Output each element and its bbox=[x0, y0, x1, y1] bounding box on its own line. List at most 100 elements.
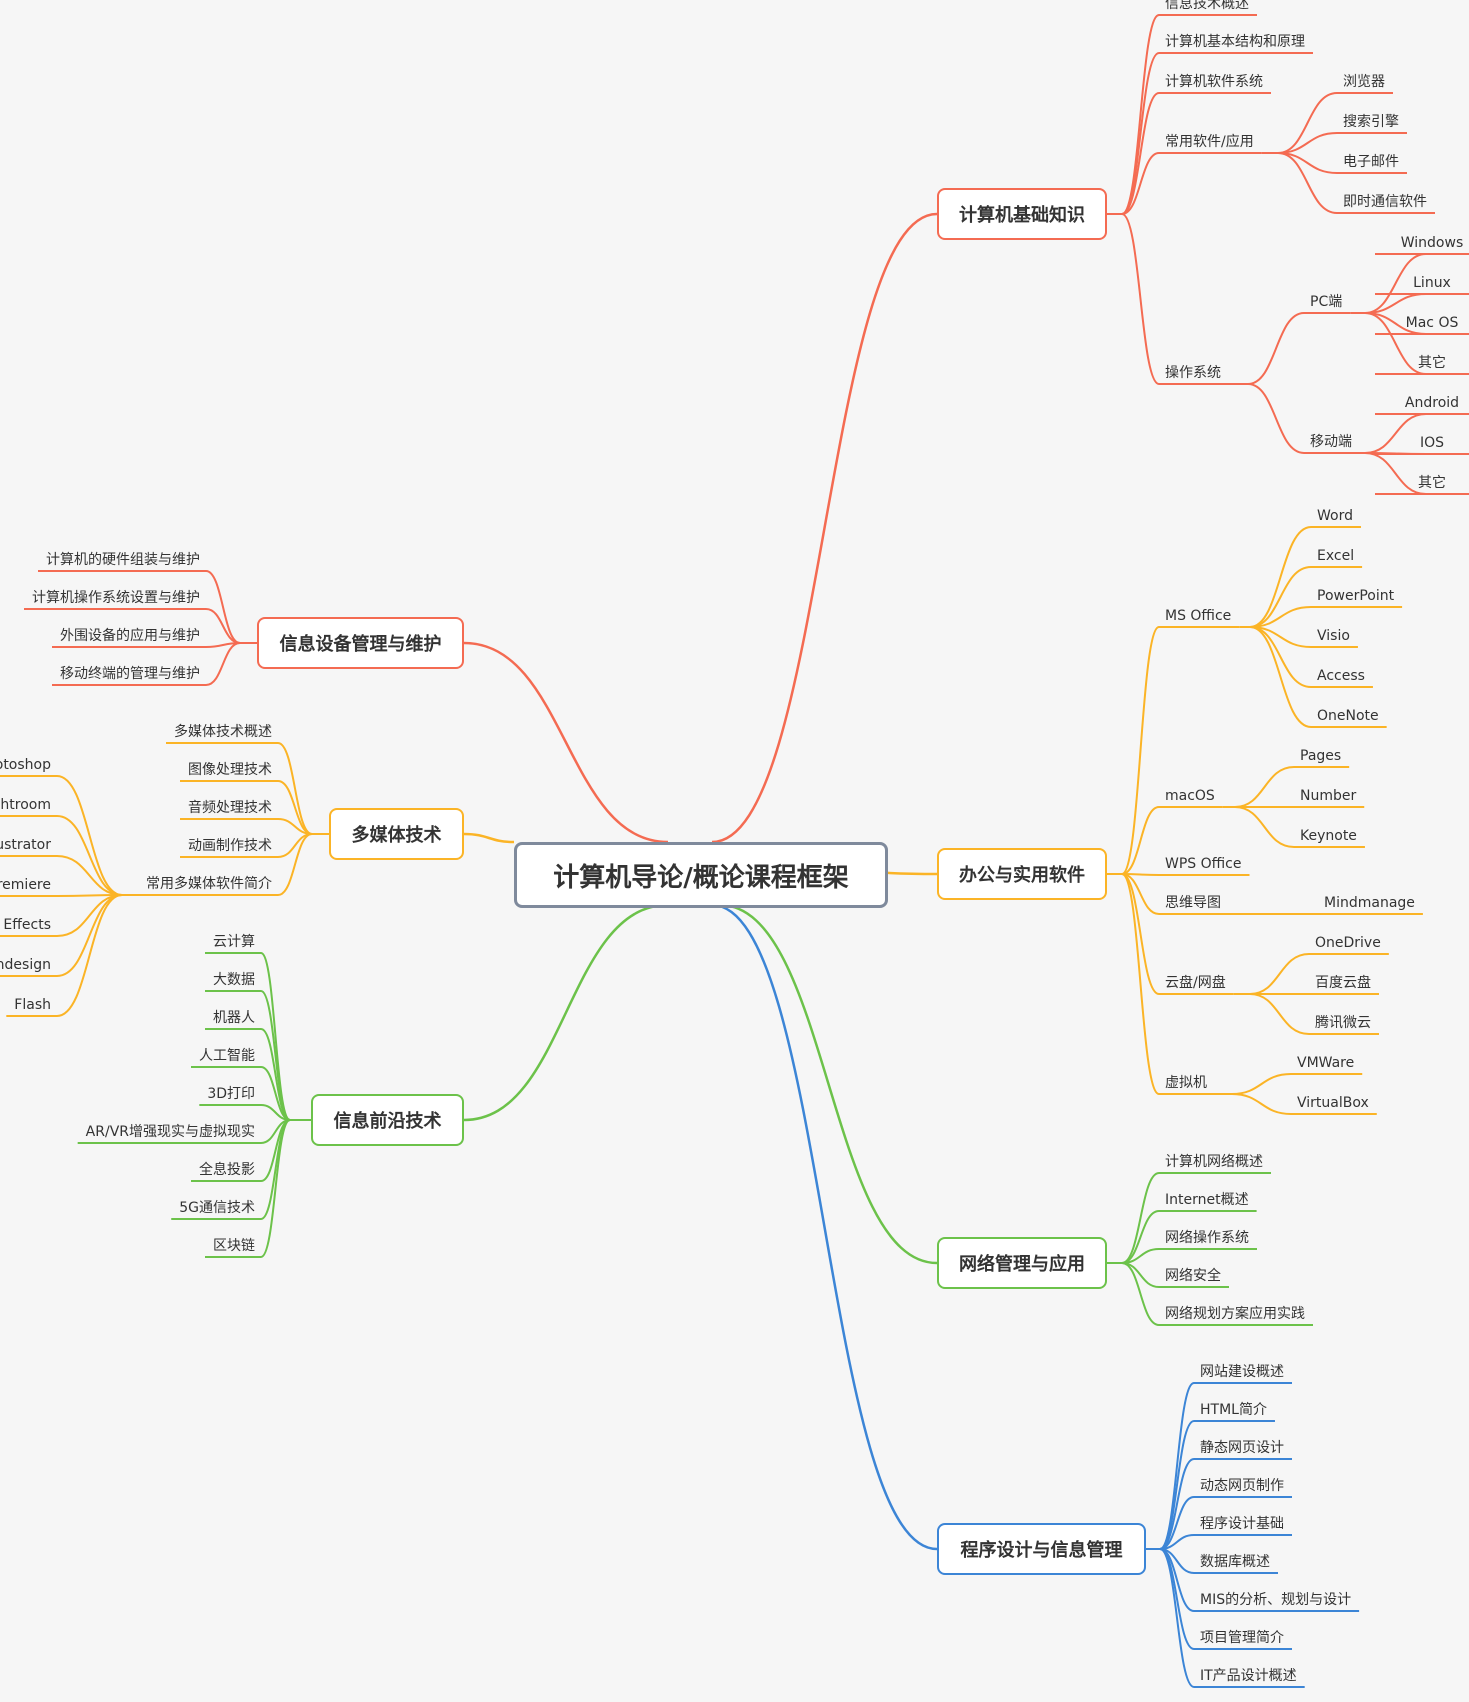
leaf-cs-basics-os[interactable]: Linux bbox=[1413, 275, 1451, 291]
subtopic-programming[interactable]: MIS的分析、规划与设计 bbox=[1200, 1592, 1352, 1608]
subtopic-multimedia[interactable]: 多媒体技术概述 bbox=[174, 724, 272, 740]
leaf-office[interactable]: Visio bbox=[1317, 628, 1350, 644]
leaf-office[interactable]: Access bbox=[1317, 668, 1365, 684]
subtopic-programming[interactable]: IT产品设计概述 bbox=[1200, 1668, 1297, 1684]
subtopic-cs-basics[interactable]: 计算机基本结构和原理 bbox=[1165, 34, 1305, 50]
subtopic-programming[interactable]: 静态网页设计 bbox=[1200, 1440, 1284, 1456]
leaf-office[interactable]: Word bbox=[1317, 508, 1353, 524]
connector-cs-basics-4-0-0 bbox=[1364, 253, 1427, 314]
connector-office-4-2 bbox=[1249, 993, 1310, 1035]
leaf-office[interactable]: VirtualBox bbox=[1297, 1095, 1369, 1111]
leaf-cs-basics-os[interactable]: Windows bbox=[1400, 235, 1464, 251]
subtopic-office[interactable]: 思维导图 bbox=[1165, 895, 1221, 911]
connector-network-4 bbox=[1121, 1262, 1160, 1326]
connector-cs-basics-4-1 bbox=[1247, 383, 1305, 454]
topic-frontier[interactable]: 信息前沿技术 bbox=[311, 1094, 464, 1146]
topic-multimedia[interactable]: 多媒体技术 bbox=[329, 808, 464, 860]
leaf-multimedia[interactable]: Flash bbox=[14, 997, 51, 1013]
leaf-cs-basics-os[interactable]: Android bbox=[1404, 395, 1460, 411]
leaf-multimedia[interactable]: Premiere bbox=[0, 877, 51, 893]
leaf-office[interactable]: 百度云盘 bbox=[1315, 975, 1371, 991]
subtopic-frontier[interactable]: 大数据 bbox=[213, 972, 255, 988]
subtopic-devices[interactable]: 计算机操作系统设置与维护 bbox=[32, 590, 200, 606]
subtopic-multimedia[interactable]: 动画制作技术 bbox=[188, 838, 272, 854]
leaf-cs-basics-os[interactable]: Mac OS bbox=[1405, 315, 1459, 331]
subtopic-frontier[interactable]: 全息投影 bbox=[199, 1162, 255, 1178]
root-node[interactable]: 计算机导论/概论课程框架 bbox=[514, 842, 888, 908]
subtopic-frontier[interactable]: 云计算 bbox=[213, 934, 255, 950]
subtopic-frontier[interactable]: AR/VR增强现实与虚拟现实 bbox=[85, 1124, 255, 1140]
subtopic-office[interactable]: macOS bbox=[1165, 788, 1215, 804]
leaf-cs-basics-os[interactable]: IOS bbox=[1419, 435, 1445, 451]
connector-frontier-1 bbox=[260, 990, 291, 1121]
subtopic-frontier[interactable]: 区块链 bbox=[213, 1238, 255, 1254]
leaf-office[interactable]: Keynote bbox=[1300, 828, 1357, 844]
subtopic-cs-basics[interactable]: 常用软件/应用 bbox=[1165, 134, 1254, 150]
subtopic-network[interactable]: Internet概述 bbox=[1165, 1192, 1249, 1208]
leaf-office[interactable]: Excel bbox=[1317, 548, 1355, 564]
connector-cs-basics-4-0 bbox=[1247, 312, 1305, 385]
subtopic-office[interactable]: 虚拟机 bbox=[1165, 1075, 1207, 1091]
connector-office-5 bbox=[1121, 873, 1160, 1095]
subtopic-cs-basics[interactable]: 计算机软件系统 bbox=[1165, 74, 1263, 90]
subtopic-office[interactable]: MS Office bbox=[1165, 608, 1232, 624]
subtopic-network[interactable]: 网络规划方案应用实践 bbox=[1165, 1306, 1305, 1322]
subtopic-devices[interactable]: 移动终端的管理与维护 bbox=[60, 666, 200, 682]
subtopic-programming[interactable]: 程序设计基础 bbox=[1200, 1516, 1284, 1532]
subtopic-programming[interactable]: 项目管理简介 bbox=[1200, 1630, 1284, 1646]
topic-programming[interactable]: 程序设计与信息管理 bbox=[937, 1523, 1146, 1575]
leaf-cs-basics-os[interactable]: 其它 bbox=[1418, 475, 1446, 491]
subtopic-frontier[interactable]: 3D打印 bbox=[207, 1086, 255, 1102]
topic-network[interactable]: 网络管理与应用 bbox=[937, 1237, 1107, 1289]
topic-label: 程序设计与信息管理 bbox=[960, 1540, 1123, 1561]
leaf-multimedia[interactable]: Indesign bbox=[0, 957, 51, 973]
leaf-office[interactable]: Number bbox=[1300, 788, 1357, 804]
subtopic-programming[interactable]: 网站建设概述 bbox=[1200, 1364, 1284, 1380]
leaf-office[interactable]: VMWare bbox=[1297, 1055, 1355, 1071]
leaf-cs-basics[interactable]: 电子邮件 bbox=[1343, 154, 1399, 170]
leaf-office[interactable]: Pages bbox=[1300, 748, 1342, 764]
subtopic-cs-basics[interactable]: 操作系统 bbox=[1165, 365, 1221, 381]
subtopic-frontier[interactable]: 机器人 bbox=[213, 1010, 255, 1026]
leaf-cs-basics[interactable]: 移动端 bbox=[1310, 434, 1352, 450]
subtopic-multimedia[interactable]: 图像处理技术 bbox=[188, 762, 272, 778]
leaf-cs-basics[interactable]: PC端 bbox=[1310, 294, 1343, 310]
subtopic-frontier[interactable]: 人工智能 bbox=[199, 1048, 255, 1064]
leaf-office[interactable]: Mindmanage bbox=[1324, 895, 1415, 911]
leaf-cs-basics-os[interactable]: 其它 bbox=[1418, 355, 1446, 371]
subtopic-multimedia[interactable]: 常用多媒体软件简介 bbox=[146, 876, 272, 892]
connector-multimedia-4-0 bbox=[56, 775, 123, 896]
leaf-multimedia[interactable]: Photoshop bbox=[0, 757, 51, 773]
leaf-cs-basics[interactable]: 即时通信软件 bbox=[1343, 194, 1427, 210]
subtopic-devices[interactable]: 计算机的硬件组装与维护 bbox=[46, 552, 200, 568]
subtopic-programming[interactable]: HTML简介 bbox=[1200, 1402, 1267, 1418]
connector-network-3 bbox=[1121, 1262, 1160, 1288]
subtopic-network[interactable]: 网络操作系统 bbox=[1165, 1230, 1249, 1246]
leaf-multimedia[interactable]: After Effects bbox=[0, 917, 51, 933]
connector-office-4 bbox=[1121, 873, 1160, 995]
subtopic-programming[interactable]: 动态网页制作 bbox=[1200, 1478, 1284, 1494]
leaf-office[interactable]: PowerPoint bbox=[1317, 588, 1395, 604]
subtopic-programming[interactable]: 数据库概述 bbox=[1200, 1554, 1270, 1570]
topic-devices[interactable]: 信息设备管理与维护 bbox=[257, 617, 464, 669]
leaf-office[interactable]: OneDrive bbox=[1315, 935, 1381, 951]
leaf-cs-basics[interactable]: 浏览器 bbox=[1343, 74, 1385, 90]
leaf-multimedia[interactable]: Illustrator bbox=[0, 837, 51, 853]
connector-programming-7 bbox=[1159, 1548, 1195, 1650]
subtopic-multimedia[interactable]: 音频处理技术 bbox=[188, 800, 272, 816]
leaf-office[interactable]: OneNote bbox=[1317, 708, 1379, 724]
connector-cs-basics-4-1-0 bbox=[1364, 413, 1427, 454]
leaf-multimedia[interactable]: Lightroom bbox=[0, 797, 51, 813]
subtopic-office[interactable]: WPS Office bbox=[1165, 856, 1242, 872]
subtopic-network[interactable]: 网络安全 bbox=[1165, 1268, 1221, 1284]
topic-cs-basics[interactable]: 计算机基础知识 bbox=[937, 188, 1107, 240]
topic-office[interactable]: 办公与实用软件 bbox=[937, 848, 1107, 900]
leaf-office[interactable]: 腾讯微云 bbox=[1315, 1015, 1371, 1031]
subtopic-network[interactable]: 计算机网络概述 bbox=[1165, 1154, 1263, 1170]
subtopic-devices[interactable]: 外围设备的应用与维护 bbox=[60, 628, 200, 644]
connector-office-0-5 bbox=[1249, 626, 1312, 728]
subtopic-frontier[interactable]: 5G通信技术 bbox=[179, 1200, 255, 1216]
subtopic-office[interactable]: 云盘/网盘 bbox=[1165, 975, 1226, 991]
leaf-cs-basics[interactable]: 搜索引擎 bbox=[1343, 114, 1399, 130]
subtopic-cs-basics[interactable]: 信息技术概述 bbox=[1165, 0, 1249, 12]
